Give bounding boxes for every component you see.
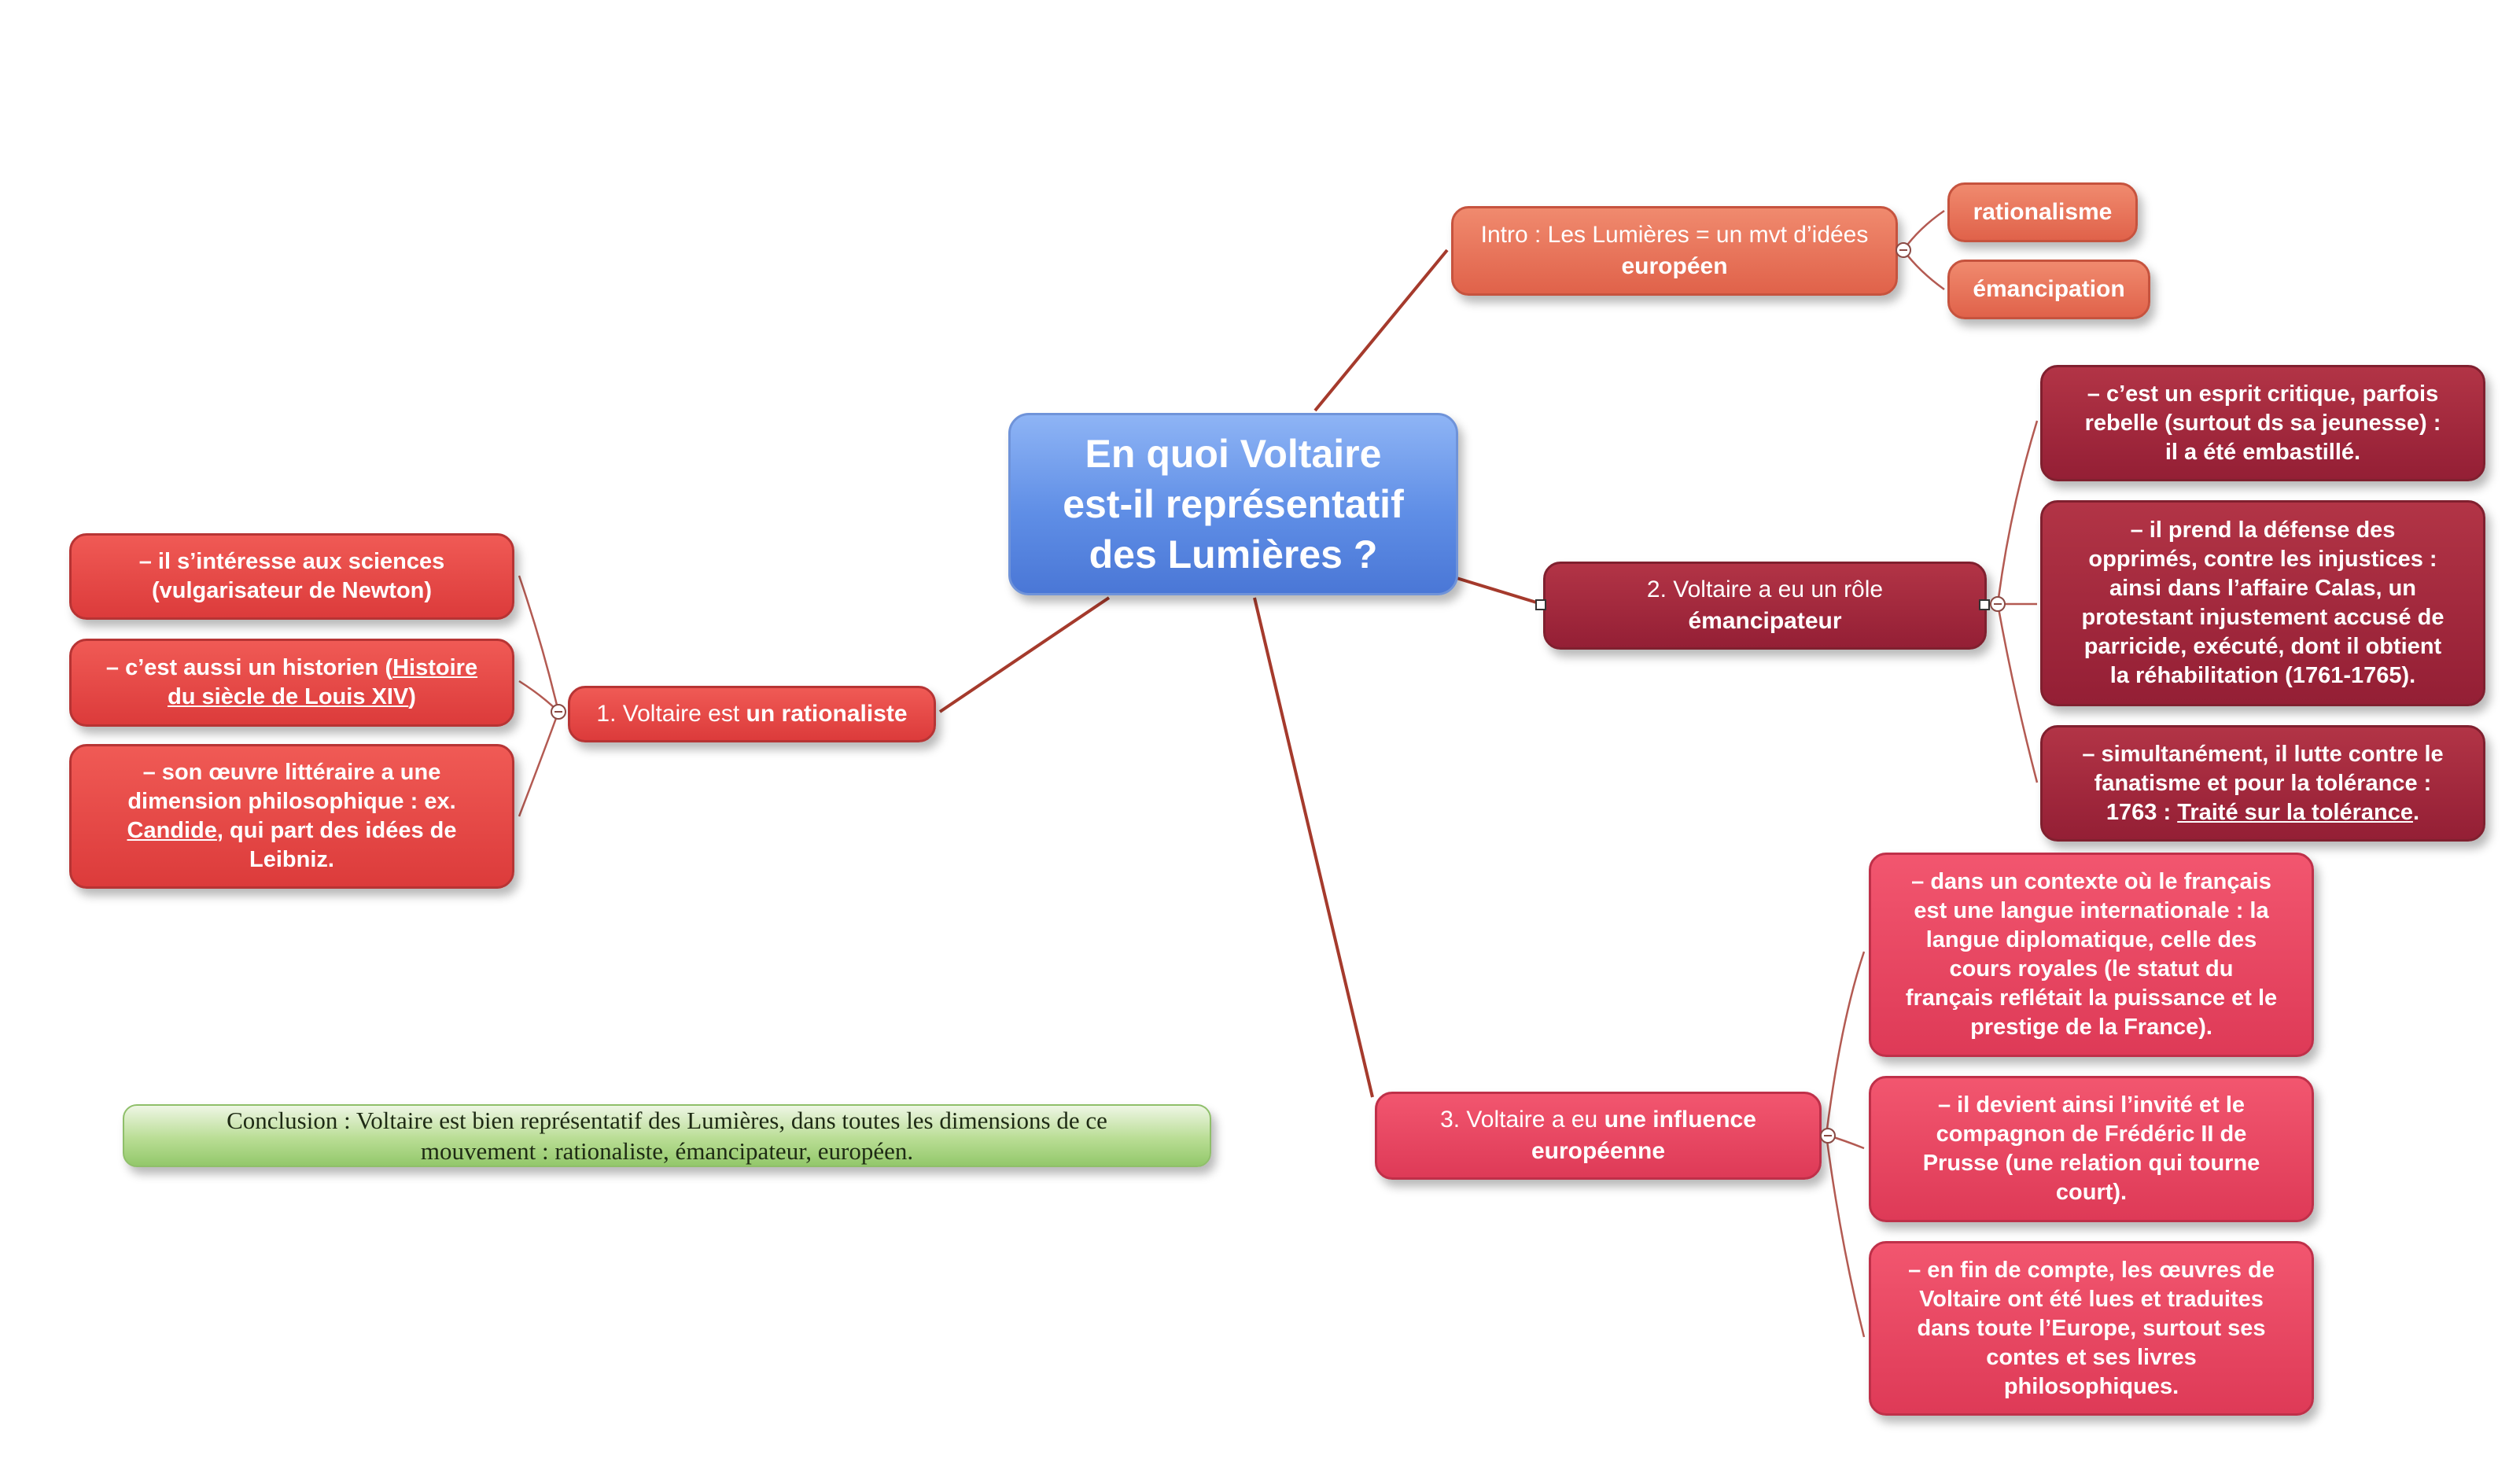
b1c3-line3: Candide, qui part des idées de [127,816,457,845]
b3c2-line1: – il devient ainsi l’invité et le [1937,1092,2246,1118]
b3c1-line2: est une langue internationale : la [1914,898,2269,923]
intro-child-label: rationalisme [1973,199,2113,225]
b2c2-line3: ainsi dans l’affaire Calas, un [2109,576,2417,601]
b3c2-line4: court). [2055,1180,2128,1205]
b2c2-line1: – il prend la défense des [2130,518,2396,543]
branch3-text: 3. Voltaire a eu [1440,1107,1598,1133]
branch1-child-historien[interactable]: – c’est aussi un historien (Histoire du … [69,639,514,727]
b2c3-line1: – simultanément, il lutte contre le [2082,741,2444,767]
b2c1-line2: rebelle (surtout ds sa jeunesse) : [2084,410,2441,436]
b1c3-link-candide[interactable]: Candide [127,818,217,843]
link-central-branch2 [1456,576,1542,606]
b2c3-link-traite[interactable]: Traité sur la tolérance [2177,799,2414,825]
b1c3-line1: – son œuvre littéraire a une [142,760,441,785]
conclusion-line2: mouvement : rationaliste, émancipateur, … [420,1137,914,1165]
b1c2-line1: – c’est aussi un historien (Histoire [106,654,477,683]
branch2-text: 2. Voltaire a eu un rôle [1646,576,1884,602]
branch2-child-tolerance[interactable]: – simultanément, il lutte contre le fana… [2040,725,2485,842]
intro-child-label: émancipation [1973,276,2125,302]
branch1-topic[interactable]: 1. Voltaire est un rationaliste [568,686,936,742]
central-line-3: des Lumières ? [1089,532,1378,576]
branch2-handle-left[interactable] [1535,599,1546,610]
b2c2-line2: opprimés, contre les injustices : [2088,547,2437,572]
b1c2-post: ) [408,684,416,709]
link-b1-c1 [518,575,560,713]
link-b2-c1 [1996,420,2039,605]
central-topic[interactable]: En quoi Voltaire est-il représentatif de… [1008,413,1458,595]
b3c2-line2: compagnon de Frédéric II de [1936,1122,2247,1147]
b2c3-line3: 1763 : Traité sur la tolérance. [2106,798,2419,827]
conclusion-line1: Conclusion : Voltaire est bien représent… [227,1107,1107,1134]
link-central-branch3 [1253,597,1374,1098]
branch3-child-contexte[interactable]: – dans un contexte où le français est un… [1869,853,2314,1057]
b1c2-pre: – c’est aussi un historien ( [105,655,393,680]
branch1-bold: un rationaliste [746,701,908,727]
b1c1-line1: – il s’intéresse aux sciences [138,549,445,574]
branch2-bold: émancipateur [1688,608,1842,634]
intro-text: Intro : Les Lumières = un mvt d’idées [1480,222,1869,248]
link-intro-rationalisme [1902,209,1945,251]
b1c2-link-louis-xiv[interactable]: du siècle de Louis XIV [168,684,409,709]
b3c1-line6: prestige de la France). [1970,1015,2212,1040]
branch3-child-europe[interactable]: – en fin de compte, les œuvres de Voltai… [1869,1241,2314,1416]
b2c1-line3: il a été embastillé. [2164,439,2361,465]
b1c3-line3-rest: , qui part des idées de [216,818,457,843]
branch1-child-sciences[interactable]: – il s’intéresse aux sciences (vulgarisa… [69,533,514,620]
b3c3-line5: philosophiques. [2003,1373,2179,1399]
b2c1-line1: – c’est un esprit critique, parfois [2087,381,2439,407]
b1c3-line2: dimension philosophique : ex. [127,789,456,814]
b3c3-line3: dans toute l’Europe, surtout ses [1917,1315,2266,1341]
link-b2-c3 [1996,603,2039,783]
branch3-line1: 3. Voltaire a eu une influence [1440,1104,1756,1136]
central-line-2: est-il représentatif [1063,482,1404,526]
branch3-child-frederic[interactable]: – il devient ainsi l’invité et le compag… [1869,1076,2314,1222]
b3c3-line4: contes et ses livres [1986,1344,2197,1370]
branch3-collapse-toggle[interactable] [1820,1128,1836,1144]
branch3-topic[interactable]: 3. Voltaire a eu une influence européenn… [1375,1092,1822,1180]
b3c1-line3: langue diplomatique, celle des [1925,927,2257,952]
intro-bold: européen [1621,253,1728,279]
intro-topic[interactable]: Intro : Les Lumières = un mvt d’idées eu… [1451,206,1898,296]
b3c3-line1: – en fin de compte, les œuvres de [1908,1257,2275,1283]
b2c3-line2: fanatisme et pour la tolérance : [2094,770,2432,796]
b1c1-line2: (vulgarisateur de Newton) [151,578,433,603]
conclusion-box[interactable]: Conclusion : Voltaire est bien représent… [123,1104,1211,1167]
b2c2-line6: la réhabilitation (1761-1765). [2109,663,2416,688]
b2c3-post: . [2413,799,2420,825]
link-b3-c3 [1825,1134,1866,1338]
branch2-child-opprimes[interactable]: – il prend la défense des opprimés, cont… [2040,500,2485,706]
b3c3-line2: Voltaire ont été lues et traduites [1919,1286,2264,1312]
link-central-branch1 [938,596,1111,713]
b3c1-line5: français reflétait la puissance et le [1905,985,2278,1011]
b1c2-line2: du siècle de Louis XIV) [168,683,416,712]
branch3-bold1: une influence [1604,1107,1756,1133]
b2c2-line5: parricide, exécuté, dont il obtient [2083,634,2442,659]
b1c3-line4: Leibniz. [249,847,334,872]
central-line-1: En quoi Voltaire [1085,432,1382,476]
branch2-child-esprit-critique[interactable]: – c’est un esprit critique, parfois rebe… [2040,365,2485,481]
link-central-intro [1313,249,1449,412]
b2c2-line4: protestant injustement accusé de [2081,605,2444,630]
branch2-collapse-toggle[interactable] [1990,596,2006,612]
branch1-child-oeuvre[interactable]: – son œuvre littéraire a une dimension p… [69,744,514,889]
intro-collapse-toggle[interactable] [1896,242,1911,258]
branch1-text: 1. Voltaire est [596,701,740,727]
link-b3-c1 [1825,951,1866,1136]
branch1-collapse-toggle[interactable] [551,704,566,720]
b3c1-line4: cours royales (le statut du [1949,956,2234,982]
b1c2-link-histoire[interactable]: Histoire [392,655,478,680]
branch1-label: 1. Voltaire est un rationaliste [596,698,907,730]
b2c3-pre: 1763 : [2106,799,2178,825]
branch2-topic[interactable]: 2. Voltaire a eu un rôle émancipateur [1543,562,1987,650]
intro-child-emancipation[interactable]: émancipation [1947,260,2150,319]
link-intro-emancipation [1902,249,1945,291]
b3c2-line3: Prusse (une relation qui tourne [1922,1151,2260,1176]
link-b1-c3 [518,711,560,817]
branch3-bold2: européenne [1531,1138,1666,1164]
b3c1-line1: – dans un contexte où le français [1911,869,2271,894]
intro-child-rationalisme[interactable]: rationalisme [1947,182,2138,242]
branch2-handle-right[interactable] [1979,599,1990,610]
